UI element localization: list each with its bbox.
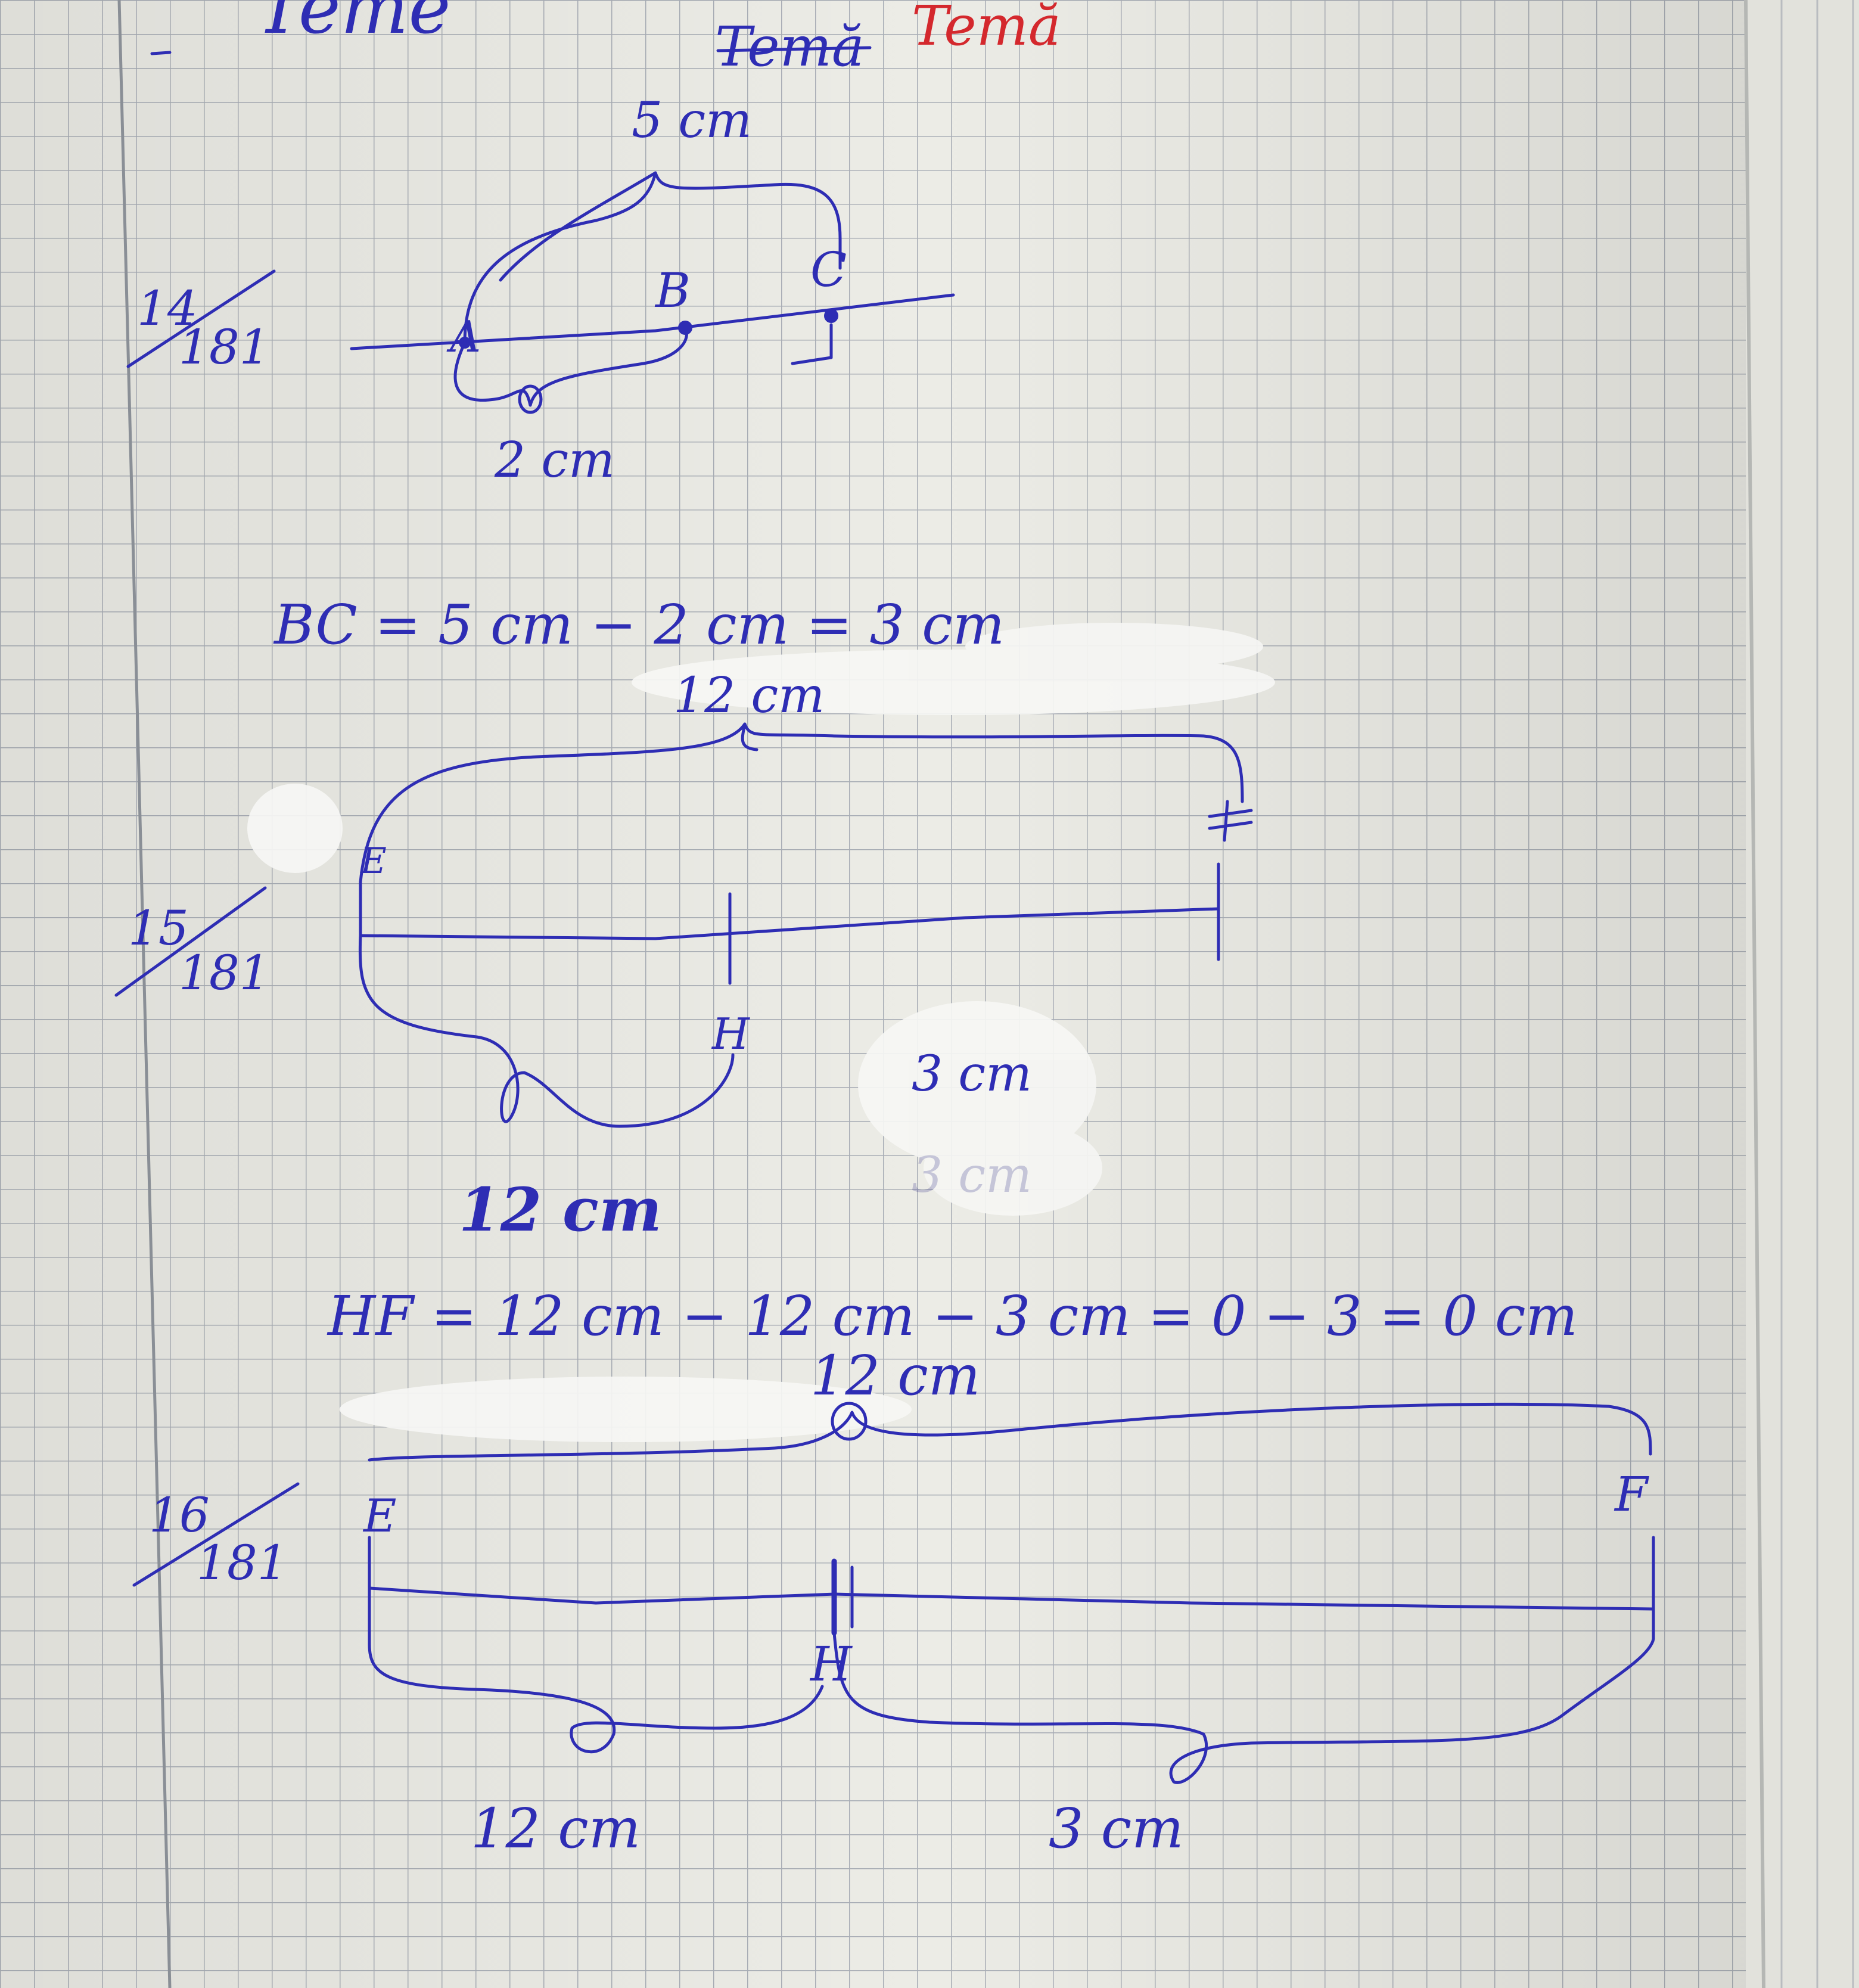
- ex15-top-length: 12 cm: [673, 667, 825, 724]
- ex16-top-loop: [831, 1402, 868, 1441]
- ex14-line: [350, 293, 955, 350]
- ex14-c-hook: [791, 323, 833, 365]
- ex16-label-e: E: [362, 1489, 396, 1542]
- ex14-solution: BC = 5 cm − 2 cm = 3 cm: [273, 593, 1005, 657]
- ex15-top-loop: [741, 722, 758, 751]
- header: Teme Temă Temă: [150, 0, 1061, 79]
- header-cutoff-word: Teme: [256, 0, 451, 50]
- ex14-fraction-bar: [126, 269, 276, 368]
- ex16-bottom-left-brace: [368, 1643, 824, 1753]
- ex15-f-mark: [1208, 800, 1253, 842]
- ex16-fraction-bar: [132, 1482, 300, 1587]
- ex16-top-length: 12 cm: [810, 1344, 980, 1408]
- ex15-bottom-length: 12 cm: [459, 1175, 662, 1245]
- next-page-grid: [1780, 0, 1854, 1988]
- ex16-bottom-right-brace: [832, 1631, 1655, 1784]
- ex14-label-b: B: [654, 263, 691, 318]
- ex16-page: 181: [197, 1535, 288, 1591]
- ex15-page: 181: [179, 945, 270, 1001]
- strike-line: [716, 46, 872, 52]
- correction-fluid: [247, 623, 1275, 1442]
- ex15-segment: [359, 907, 1220, 940]
- ex15-solution: HF = 12 cm − 12 cm − 3 cm = 0 − 3 = 0 cm: [327, 1284, 1578, 1348]
- ex15-number: 15: [128, 900, 189, 956]
- ex15-erased-text: 3 cm: [912, 1147, 1032, 1204]
- page-edge-line: [1744, 0, 1765, 1988]
- ex16-top-brace: [368, 1402, 1652, 1462]
- ex16-number: 16: [149, 1487, 210, 1543]
- ex16-bottom-left-length: 12 cm: [471, 1797, 641, 1860]
- ex15-right-length: 3 cm: [912, 1046, 1032, 1102]
- header-red-word: Temă: [912, 0, 1061, 58]
- exercise-16: 16 181 12 cm E H F 12 cm 3 cm: [132, 1344, 1655, 1860]
- ex16-label-h: H: [809, 1636, 853, 1692]
- ex16-bottom-right-length: 3 cm: [1049, 1797, 1184, 1860]
- ex14-bottom-length: 2 cm: [494, 432, 615, 489]
- ex15-label-h: H: [711, 1009, 750, 1059]
- header-struck-word: Temă: [715, 15, 865, 79]
- ex16-label-f: F: [1614, 1467, 1649, 1522]
- ex14-bottom-brace: [453, 326, 688, 407]
- ex15-top-brace: [359, 722, 1244, 884]
- ex14-point-c-dot: [824, 309, 838, 323]
- header-dash: [150, 51, 172, 55]
- ex15-bottom-brace: [358, 934, 735, 1128]
- next-page-edge: [1746, 0, 1859, 1988]
- ex14-brace-stroke: [499, 171, 657, 282]
- ex14-top-length: 5 cm: [632, 92, 752, 149]
- ex14-brace-loop: [518, 384, 543, 414]
- exercise-14: 14 181 5 cm A B C 2 cm BC = 5 cm − 2 cm …: [126, 92, 1005, 657]
- ex15-fraction-bar: [114, 886, 267, 997]
- ex14-page: 181: [179, 319, 270, 375]
- exercise-15: 15 181 12 cm E H 12 cm 3 cm 3 cm HF = 12…: [114, 667, 1578, 1348]
- margin-line: [117, 0, 172, 1988]
